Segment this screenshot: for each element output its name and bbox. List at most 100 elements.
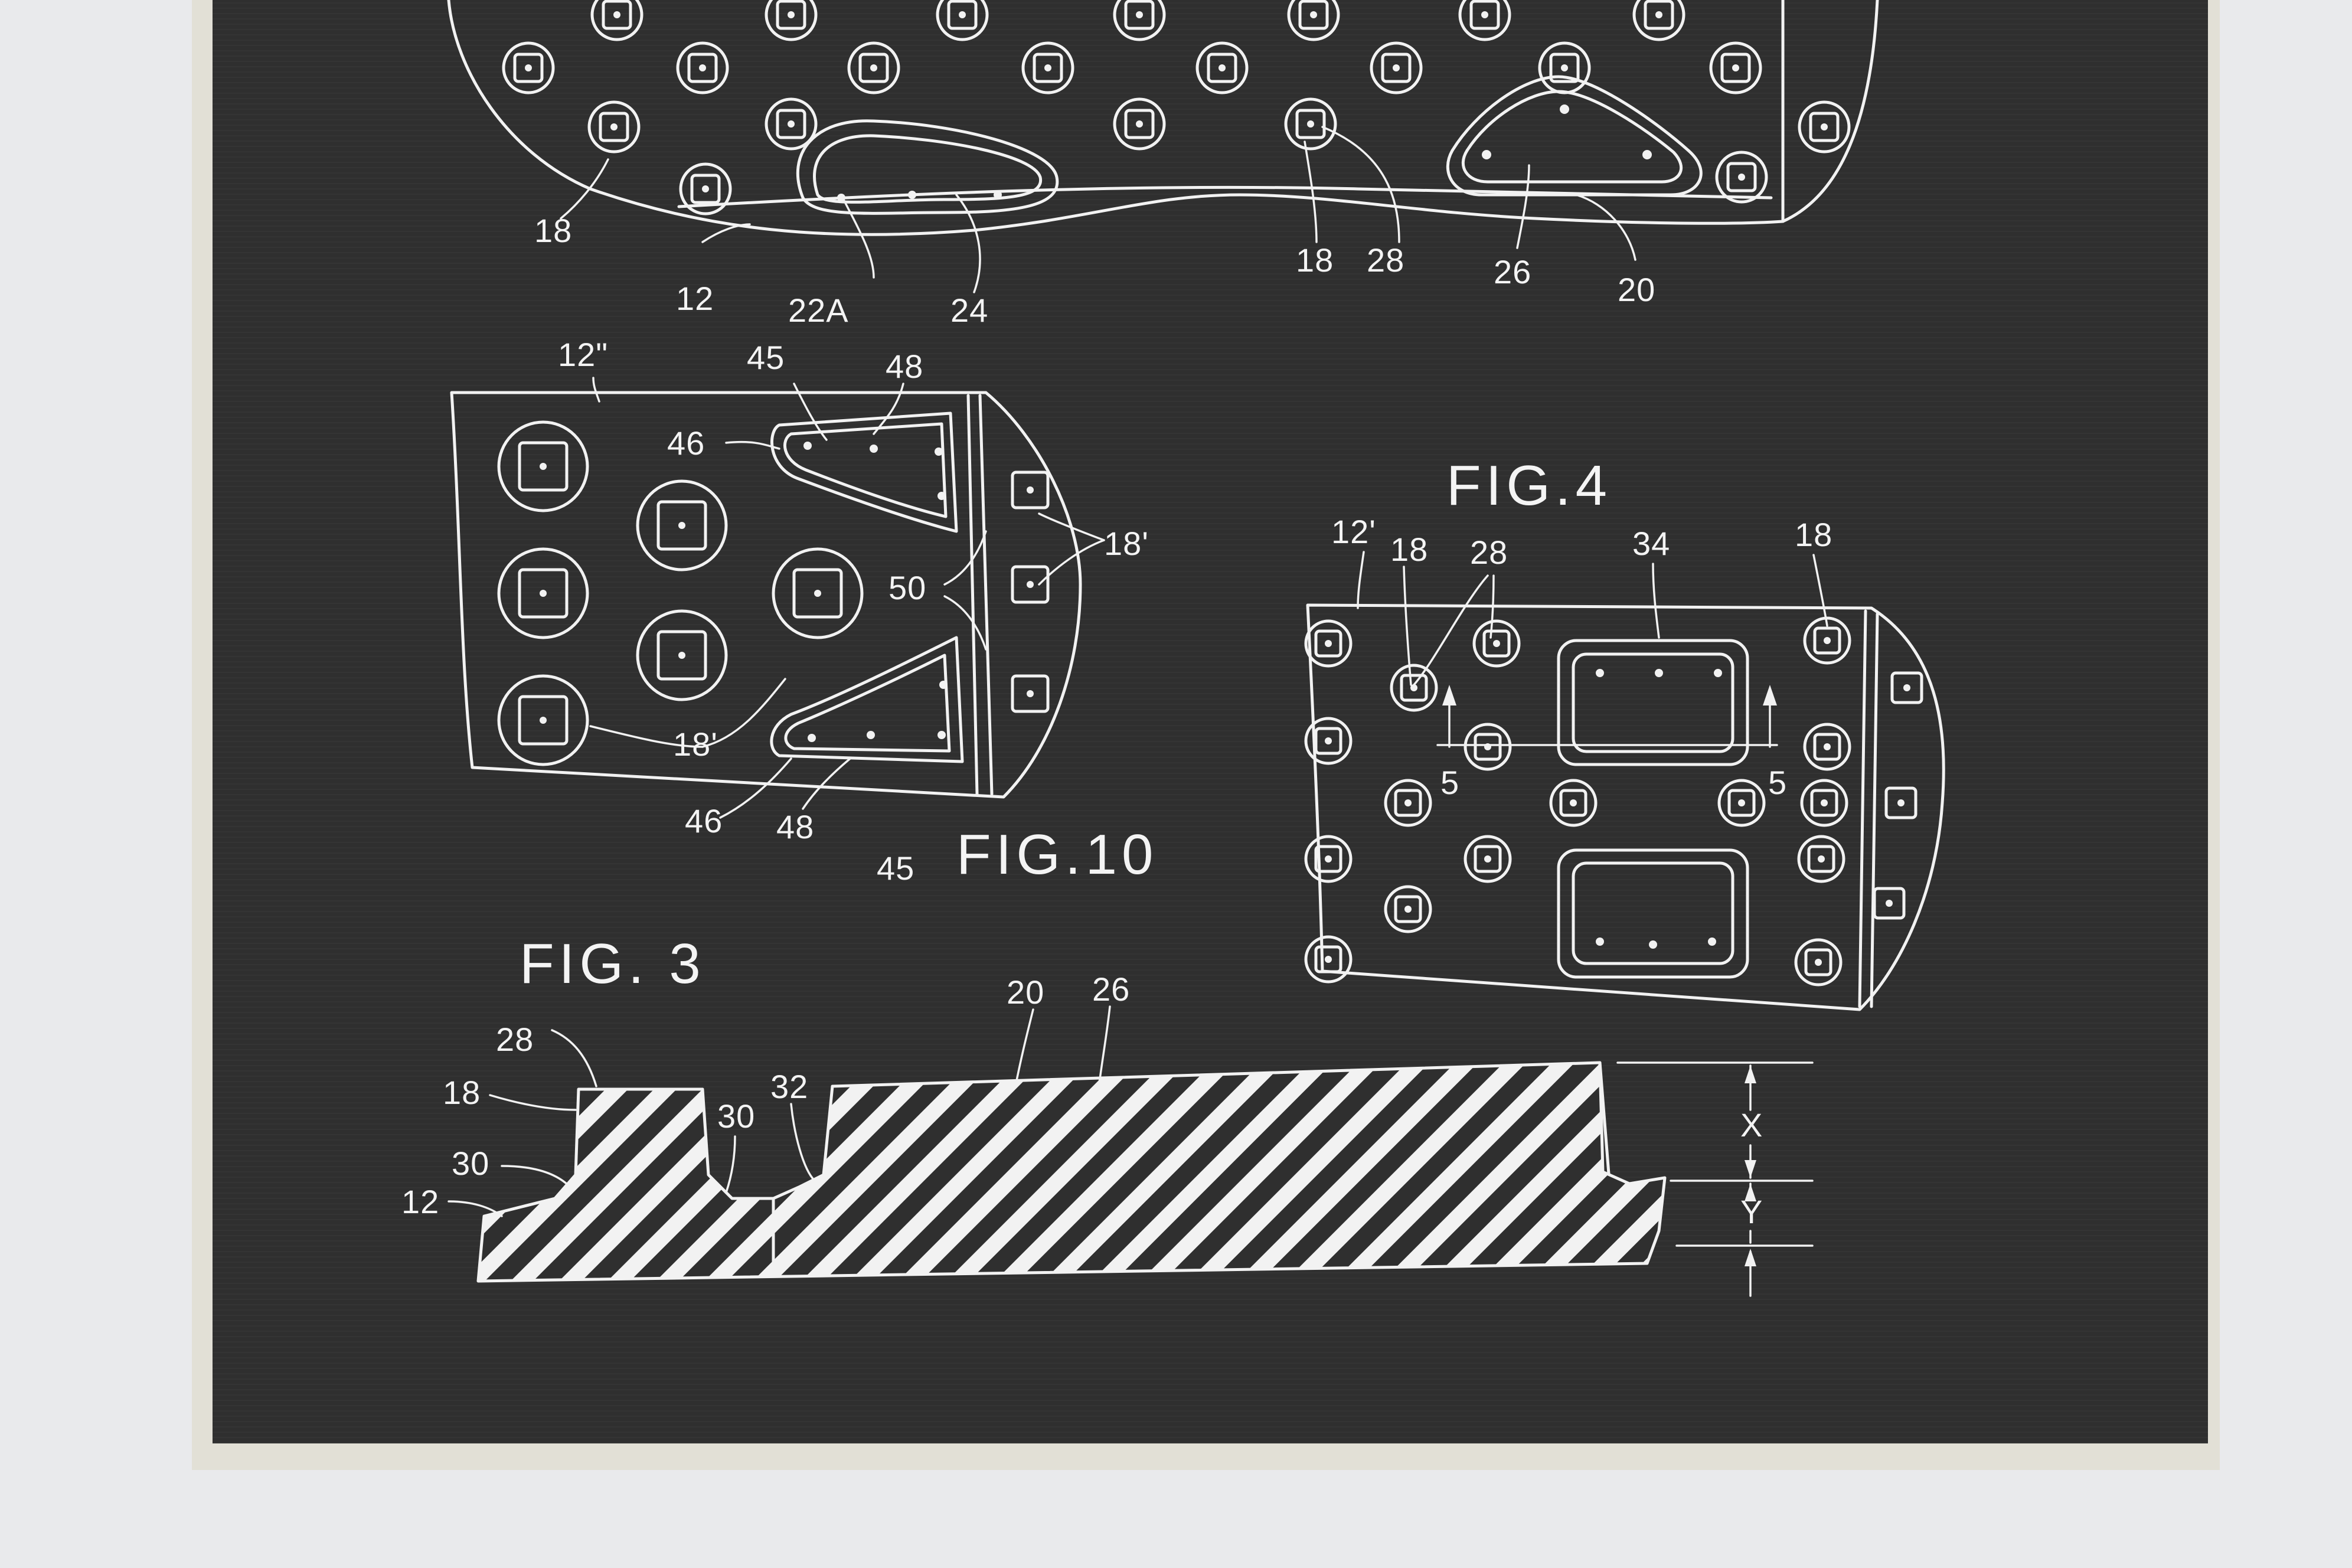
fig1-stud <box>936 0 989 41</box>
pad-hole <box>1649 940 1657 949</box>
pad-45-lower <box>770 636 964 763</box>
fig4-section-label: 5 <box>1440 764 1459 801</box>
figure-1-partial: 18 12 22A 24 18 28 26 20 <box>447 0 1879 329</box>
leader <box>1038 539 1105 586</box>
fig3-dim-y: Y <box>1740 1193 1763 1230</box>
fig1-stud <box>1370 41 1423 94</box>
pad-45-upper <box>770 411 958 533</box>
leader <box>725 440 780 450</box>
fig1-stud <box>1538 41 1591 94</box>
leader <box>1812 554 1828 627</box>
fig1-stud <box>679 162 732 215</box>
leader <box>955 194 981 293</box>
fig10-edge <box>966 394 979 796</box>
fig1-stud <box>1021 41 1074 94</box>
fig3-label: 30 <box>717 1097 755 1135</box>
fig4-studs <box>1304 616 1923 986</box>
fig1-stud <box>1195 41 1249 94</box>
pad-hole <box>837 194 845 202</box>
fig1-stud <box>1113 97 1166 151</box>
fig10-label: 45 <box>877 850 914 887</box>
fig1-label: 12 <box>676 280 714 317</box>
pad-hole <box>1708 937 1716 946</box>
fig10-edge <box>978 394 994 796</box>
fig10-stud <box>636 479 728 571</box>
fig4-stud <box>1384 885 1432 933</box>
fig4-stud <box>1549 779 1598 827</box>
fig1-stud <box>502 41 555 94</box>
leader <box>793 383 828 441</box>
forefoot-pad-26 <box>1446 75 1703 197</box>
fig10-studs <box>497 420 1050 766</box>
fig10-label: 12" <box>558 336 608 373</box>
leader <box>1403 566 1412 686</box>
pad-hole <box>1482 150 1491 159</box>
pad-34-lower <box>1557 848 1749 979</box>
pad-hole <box>937 492 946 500</box>
fig10-label: 46 <box>685 802 723 839</box>
fig10-label: 18' <box>673 726 718 763</box>
pad-hole <box>1642 150 1652 159</box>
fig1-label: 24 <box>950 292 988 329</box>
pad-hole <box>994 191 1002 199</box>
pad-hole <box>935 447 943 456</box>
insole-outline <box>447 0 1785 236</box>
leader <box>589 725 704 748</box>
fig3-label: 18 <box>443 1074 481 1111</box>
fig4-stud <box>1472 619 1521 668</box>
fig4-section-label: 5 <box>1768 764 1787 801</box>
heel-pad-22a-inner <box>813 134 1043 204</box>
fig1-stud <box>765 0 818 41</box>
fig4-stud <box>1304 619 1353 668</box>
leader <box>873 383 904 435</box>
pad-hole <box>1596 937 1604 946</box>
fig1-stud <box>587 100 641 153</box>
pad-hole <box>939 681 948 689</box>
fig1-label: 26 <box>1494 253 1531 290</box>
leader <box>1357 551 1365 609</box>
pad-34-lower-inner <box>1572 861 1734 965</box>
fig10-stud <box>636 609 728 701</box>
leader <box>1321 126 1400 243</box>
fig1-stud <box>1709 41 1762 94</box>
fig1-label: 18 <box>1296 241 1334 279</box>
pad-hole <box>867 731 875 739</box>
fig4-stud <box>1390 664 1438 712</box>
fig1-stud <box>1284 97 1337 151</box>
leader <box>551 1029 597 1087</box>
pad-hole <box>908 191 916 199</box>
leader <box>725 1135 736 1194</box>
insole-edge-right <box>1781 0 1879 223</box>
fig4-title: FIG.4 <box>1446 454 1612 517</box>
dim-y-arrow <box>1745 1249 1756 1266</box>
fig3-label: 30 <box>452 1145 489 1182</box>
pad-34-upper-inner <box>1572 652 1734 753</box>
fig1-stud <box>1458 0 1511 41</box>
pad-hole <box>1596 669 1604 677</box>
fig1-label: 18 <box>534 212 572 249</box>
fig4-edge-stud <box>1890 671 1923 704</box>
fig4-stud <box>1717 779 1766 827</box>
leader <box>1304 141 1318 243</box>
fig3-label: 12 <box>401 1183 439 1220</box>
fig4-stud <box>1803 723 1851 771</box>
fig1-stud <box>765 97 818 151</box>
fig1-label: 28 <box>1367 241 1404 279</box>
pad-hole <box>803 442 812 450</box>
fig1-stud <box>1287 0 1340 41</box>
fig10-edge-stud <box>1011 565 1050 604</box>
fig3-dim-x: X <box>1740 1106 1763 1144</box>
leader <box>447 1200 503 1217</box>
fig10-stud <box>497 420 589 512</box>
section-arrowhead <box>1763 685 1777 705</box>
fig4-stud <box>1464 835 1512 883</box>
pad-34-upper <box>1557 639 1749 766</box>
section-hatched-body <box>476 1061 1667 1283</box>
fig10-label: 45 <box>747 339 785 376</box>
fig4-label: 18 <box>1390 531 1428 568</box>
fig4-label: 18 <box>1795 516 1832 553</box>
pad-hole <box>1560 104 1569 114</box>
pad-hole <box>937 731 946 739</box>
